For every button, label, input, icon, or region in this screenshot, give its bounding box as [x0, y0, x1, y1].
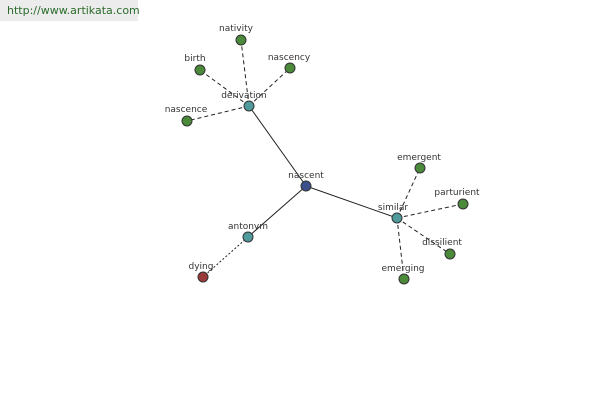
- edge-nascent-similar: [305, 185, 398, 219]
- label-similar: similar: [378, 203, 408, 213]
- label-nascence: nascence: [165, 105, 208, 115]
- label-emerging: emerging: [381, 264, 424, 274]
- edge-similar-emerging: [396, 217, 405, 280]
- node-parturient[interactable]: [457, 198, 469, 210]
- edge-derivation-birth: [199, 69, 250, 107]
- edge-similar-emergent: [396, 167, 421, 219]
- node-nativity[interactable]: [235, 34, 247, 46]
- edge-nascent-derivation: [248, 105, 307, 187]
- label-parturient: parturient: [434, 188, 480, 198]
- label-nascent: nascent: [288, 171, 324, 181]
- edge-similar-dissilient: [396, 217, 451, 255]
- node-birth[interactable]: [194, 64, 206, 76]
- node-nascency[interactable]: [284, 62, 296, 74]
- node-nascent[interactable]: [300, 180, 312, 192]
- edge-similar-parturient: [396, 203, 464, 219]
- label-nascency: nascency: [268, 53, 311, 63]
- node-emergent[interactable]: [414, 162, 426, 174]
- label-antonym: antonym: [228, 222, 268, 232]
- source-url[interactable]: http://www.artikata.com: [7, 4, 140, 17]
- edge-nascent-antonym: [247, 185, 307, 238]
- label-dying: dying: [189, 262, 214, 272]
- label-birth: birth: [184, 54, 205, 64]
- node-dying[interactable]: [197, 271, 209, 283]
- node-nascence[interactable]: [181, 115, 193, 127]
- label-derivation: derivation: [221, 91, 267, 101]
- node-similar[interactable]: [391, 212, 403, 224]
- node-dissilient[interactable]: [444, 248, 456, 260]
- label-dissilient: dissilient: [422, 238, 462, 248]
- node-derivation[interactable]: [243, 100, 255, 112]
- node-antonym[interactable]: [242, 231, 254, 243]
- node-emerging[interactable]: [398, 273, 410, 285]
- edge-derivation-nascence: [186, 105, 250, 122]
- label-emergent: emergent: [397, 153, 441, 163]
- label-nativity: nativity: [219, 24, 254, 34]
- edge-derivation-nascency: [248, 67, 291, 107]
- source-url-badge: http://www.artikata.com: [0, 0, 140, 21]
